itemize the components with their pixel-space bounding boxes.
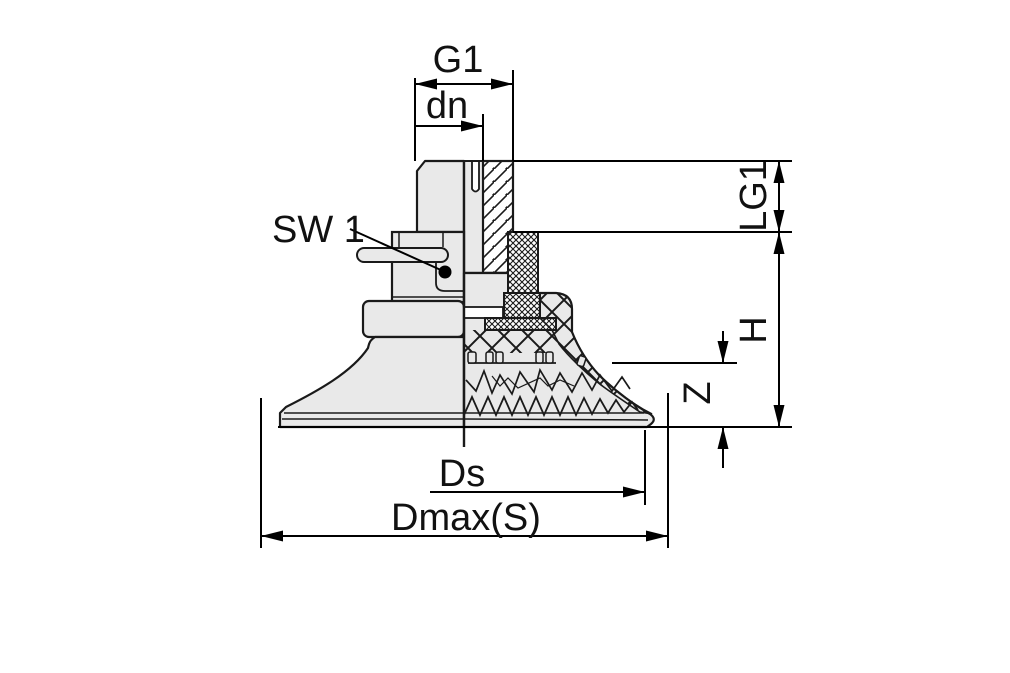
hex-nut [356,230,466,304]
inner-texture-row [465,367,631,396]
dimension-dmax [260,393,669,548]
dimension-dn [415,114,484,161]
rubber-top-lattice [464,330,560,353]
flange [361,299,466,339]
dimension-z [612,331,737,468]
bell-exterior-left [278,335,466,429]
label-lg1: LG1 [733,160,775,232]
label-z: Z [677,381,719,404]
dimension-ds [430,430,646,505]
label-sw1: SW 1 [272,209,365,251]
leader-sw1 [349,228,452,279]
label-h: H [733,316,775,343]
label-g1: G1 [433,39,484,81]
insert-washer [463,306,504,319]
dimension-g1 [414,70,514,161]
rubber-column-section [507,231,539,294]
dimension-lines [260,70,792,548]
label-dmax: Dmax(S) [391,497,541,539]
dimension-h [773,232,785,427]
fitting-exterior-left [415,159,466,234]
label-ds: Ds [439,453,485,495]
zigzag-ribs [463,394,639,418]
label-dn: dn [426,85,468,127]
dimension-lg1 [513,160,792,233]
wrench-flat [356,247,449,263]
rubber-block-section [503,292,541,319]
bell-section-right [462,231,655,429]
support-cleats [467,351,587,368]
